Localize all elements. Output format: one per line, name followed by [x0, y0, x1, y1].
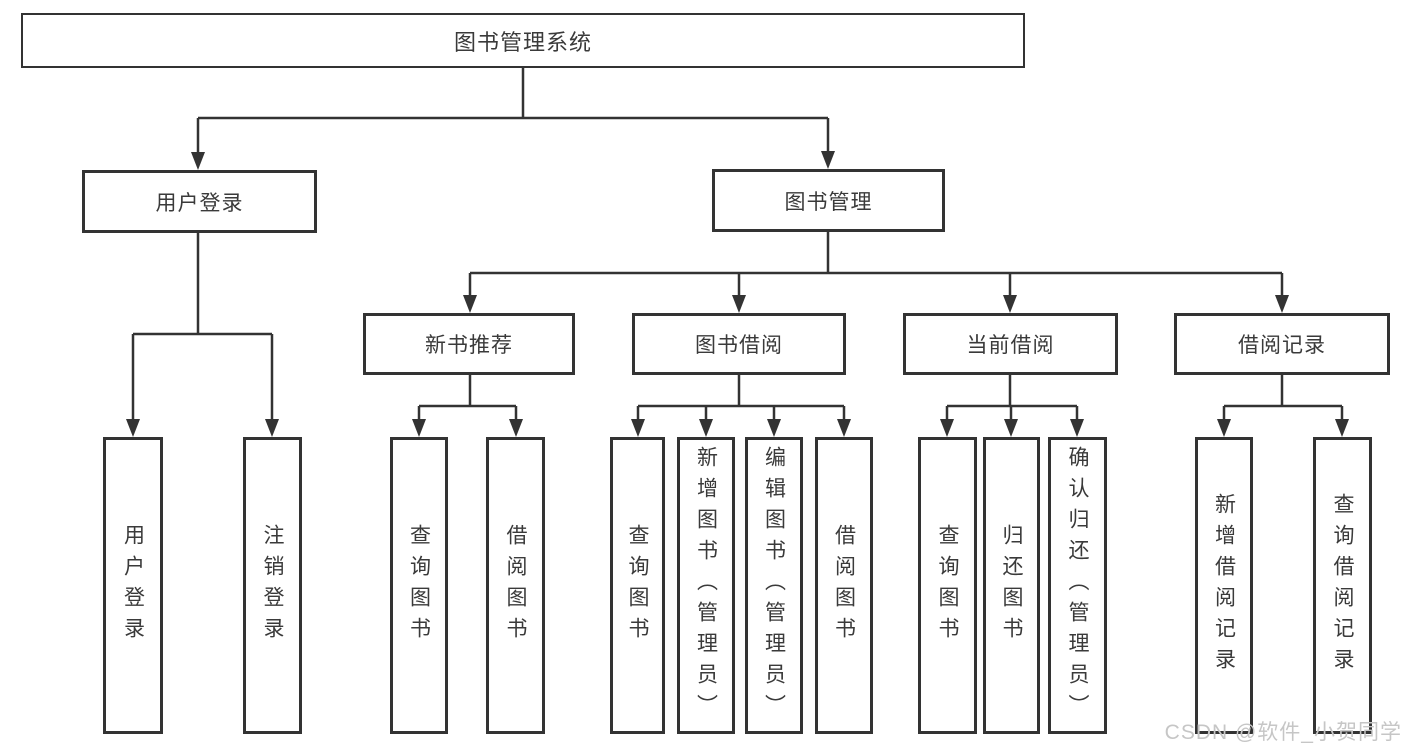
leaf-label: 编辑图书（管理员）: [762, 446, 786, 725]
leaf-query-books-recommend: 查询图书: [390, 437, 448, 734]
leaf-label: 查询借阅记录: [1331, 492, 1354, 679]
leaf-label: 查询图书: [626, 523, 649, 648]
leaf-add-borrow-record: 新增借阅记录: [1195, 437, 1253, 734]
node-label: 借阅记录: [1238, 334, 1326, 357]
node-user-login: 用户登录: [82, 170, 317, 233]
leaf-borrow-books-recommend: 借阅图书: [486, 437, 545, 734]
node-new-book-recommend: 新书推荐: [363, 313, 575, 375]
leaf-edit-books-admin: 编辑图书（管理员）: [745, 437, 803, 734]
leaf-label: 新增图书（管理员）: [694, 446, 718, 725]
leaf-logout-login: 注销登录: [243, 437, 302, 734]
arrowheads: [126, 151, 1349, 437]
leaf-label: 新增借阅记录: [1212, 492, 1236, 679]
leaf-label: 确认归还（管理员）: [1066, 446, 1089, 725]
node-current-borrowing: 当前借阅: [903, 313, 1118, 375]
leaf-confirm-return-admin: 确认归还（管理员）: [1048, 437, 1107, 734]
leaf-label: 查询图书: [936, 523, 959, 648]
leaf-return-books: 归还图书: [983, 437, 1040, 734]
node-label: 图书管理: [784, 190, 873, 214]
node-library-system: 图书管理系统: [21, 13, 1025, 68]
leaf-user-login: 用户登录: [103, 437, 163, 734]
node-borrowing-records: 借阅记录: [1174, 313, 1390, 375]
leaf-query-books-borrow: 查询图书: [610, 437, 665, 734]
leaf-label: 注销登录: [261, 523, 284, 648]
node-label: 用户登录: [155, 191, 244, 215]
leaf-label: 归还图书: [1000, 523, 1023, 648]
leaf-borrow-books: 借阅图书: [815, 437, 873, 734]
leaf-add-books-admin: 新增图书（管理员）: [677, 437, 735, 734]
leaf-label: 查询图书: [407, 523, 431, 648]
csdn-watermark: CSDN @软件_小贺同学: [1164, 721, 1402, 744]
node-book-borrowing: 图书借阅: [632, 313, 846, 375]
node-label: 图书借阅: [695, 334, 783, 357]
node-label: 图书管理系统: [453, 29, 592, 55]
leaf-label: 借阅图书: [832, 523, 856, 648]
leaf-query-books-current: 查询图书: [918, 437, 977, 734]
leaf-label: 用户登录: [121, 523, 145, 648]
node-label: 当前借阅: [966, 334, 1055, 357]
node-label: 新书推荐: [425, 334, 513, 357]
leaf-label: 借阅图书: [504, 523, 527, 648]
node-book-management: 图书管理: [712, 169, 945, 232]
leaf-query-borrow-record: 查询借阅记录: [1313, 437, 1372, 734]
